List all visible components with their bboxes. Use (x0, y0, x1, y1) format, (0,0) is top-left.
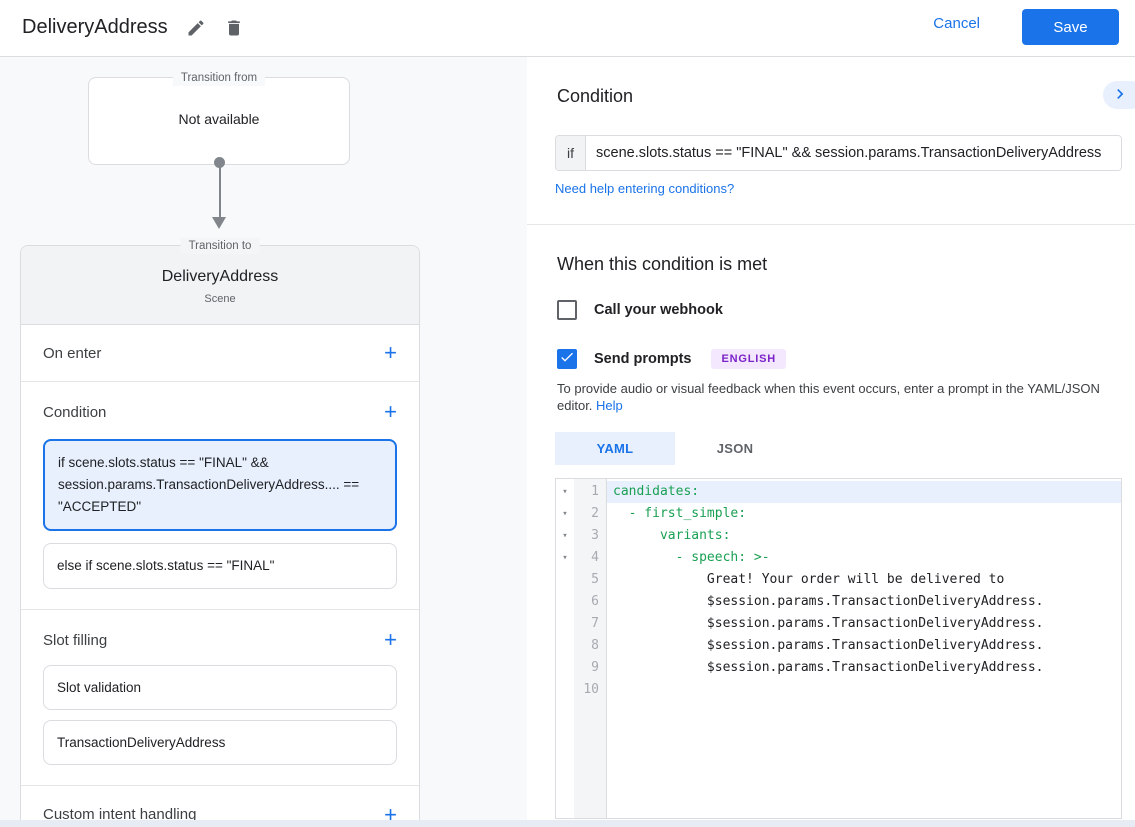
prompts-description-text: To provide audio or visual feedback when… (557, 381, 1100, 413)
connector-arrowhead-icon (212, 217, 226, 229)
viewport-bottom-strip (0, 820, 1135, 827)
section-condition: Condition + if scene.slots.status == "FI… (21, 382, 419, 610)
fold-spacer (556, 657, 574, 679)
on-enter-label: On enter (43, 345, 101, 362)
conditions-help-link[interactable]: Need help entering conditions? (555, 181, 734, 196)
add-slot-button[interactable]: + (384, 629, 397, 651)
fold-spacer (556, 569, 574, 591)
transition-from-legend: Transition from (173, 70, 265, 86)
condition-expression-input[interactable] (586, 136, 1121, 170)
code-line[interactable]: Great! Your order will be delivered to (607, 569, 1121, 591)
tab-yaml[interactable]: YAML (555, 432, 675, 465)
prompts-description: To provide audio or visual feedback when… (557, 380, 1119, 414)
section-slot-filling: Slot filling + Slot validation Transacti… (21, 610, 419, 786)
call-webhook-label: Call your webhook (594, 302, 723, 318)
editor-line-number-gutter: 12345678910 (574, 479, 607, 818)
trash-icon (224, 18, 244, 41)
connector-line (219, 167, 221, 217)
line-number: 1 (574, 481, 606, 503)
add-condition-button[interactable]: + (384, 401, 397, 423)
condition-item-else[interactable]: else if scene.slots.status == "FINAL" (43, 543, 397, 589)
language-badge: ENGLISH (711, 349, 786, 369)
fold-spacer (556, 613, 574, 635)
condition-item-selected[interactable]: if scene.slots.status == "FINAL" && sess… (43, 439, 397, 531)
fold-toggle-icon[interactable]: ▾ (556, 547, 574, 569)
condition-expression-field: if (555, 135, 1122, 171)
add-on-enter-button[interactable]: + (384, 342, 397, 364)
scene-card-header: DeliveryAddress Scene (21, 246, 419, 325)
code-line[interactable]: $session.params.TransactionDeliveryAddre… (607, 613, 1121, 635)
editor-code-area[interactable]: candidates: - first_simple: variants: - … (607, 479, 1121, 818)
section-on-enter: On enter + (21, 325, 419, 382)
if-prefix-label: if (556, 136, 586, 170)
transition-to-legend: Transition to (181, 238, 260, 254)
line-number: 4 (574, 547, 606, 569)
panel-divider (527, 224, 1135, 225)
code-line[interactable]: candidates: (607, 481, 1121, 503)
transition-from-box: Transition from Not available (88, 77, 350, 165)
save-button[interactable]: Save (1022, 9, 1119, 45)
line-number: 10 (574, 679, 606, 701)
code-line[interactable]: $session.params.TransactionDeliveryAddre… (607, 657, 1121, 679)
fold-toggle-icon[interactable]: ▾ (556, 525, 574, 547)
call-webhook-checkbox[interactable] (557, 300, 577, 320)
slot-validation-item[interactable]: Slot validation (43, 665, 397, 710)
top-bar: DeliveryAddress Cancel Save (0, 0, 1135, 57)
cancel-button[interactable]: Cancel (933, 15, 980, 32)
editor-fold-column: ▾▾▾▾ (556, 479, 574, 818)
tab-json[interactable]: JSON (675, 432, 795, 465)
yaml-code-editor[interactable]: ▾▾▾▾ 12345678910 candidates: - first_sim… (555, 478, 1122, 819)
help-link[interactable]: Help (596, 398, 623, 413)
code-line[interactable]: variants: (607, 525, 1121, 547)
collapse-panel-button[interactable] (1103, 81, 1135, 109)
editor-tabs: YAML JSON (555, 432, 795, 465)
scene-name: DeliveryAddress (21, 268, 419, 286)
pencil-icon (186, 18, 206, 41)
chevron-right-icon (1110, 84, 1130, 107)
prompts-option-row: Send prompts ENGLISH (557, 349, 786, 369)
fold-spacer (556, 591, 574, 613)
checkmark-icon (559, 349, 575, 370)
page-title: DeliveryAddress (22, 16, 168, 39)
send-prompts-checkbox[interactable] (557, 349, 577, 369)
when-met-heading: When this condition is met (557, 254, 767, 275)
line-number: 3 (574, 525, 606, 547)
condition-detail-panel: Condition if Need help entering conditio… (527, 57, 1135, 827)
code-line[interactable]: $session.params.TransactionDeliveryAddre… (607, 635, 1121, 657)
line-number: 5 (574, 569, 606, 591)
slot-transaction-delivery-address-item[interactable]: TransactionDeliveryAddress (43, 720, 397, 765)
transition-to-card: Transition to DeliveryAddress Scene On e… (20, 245, 420, 827)
line-number: 6 (574, 591, 606, 613)
fold-spacer (556, 635, 574, 657)
fold-spacer (556, 679, 574, 701)
slot-filling-label: Slot filling (43, 632, 107, 649)
fold-toggle-icon[interactable]: ▾ (556, 503, 574, 525)
send-prompts-label: Send prompts (594, 351, 691, 367)
condition-heading: Condition (557, 86, 633, 107)
line-number: 7 (574, 613, 606, 635)
code-line[interactable]: - speech: >- (607, 547, 1121, 569)
flow-panel: Transition from Not available Transition… (0, 57, 527, 827)
line-number: 2 (574, 503, 606, 525)
fold-toggle-icon[interactable]: ▾ (556, 481, 574, 503)
delete-scene-button[interactable] (222, 17, 246, 41)
scene-type-label: Scene (21, 293, 419, 305)
webhook-option-row: Call your webhook (557, 300, 723, 320)
edit-scene-button[interactable] (184, 17, 208, 41)
condition-section-label: Condition (43, 404, 106, 421)
line-number: 9 (574, 657, 606, 679)
code-line[interactable]: - first_simple: (607, 503, 1121, 525)
line-number: 8 (574, 635, 606, 657)
code-line[interactable]: $session.params.TransactionDeliveryAddre… (607, 591, 1121, 613)
code-line[interactable] (607, 679, 1121, 701)
